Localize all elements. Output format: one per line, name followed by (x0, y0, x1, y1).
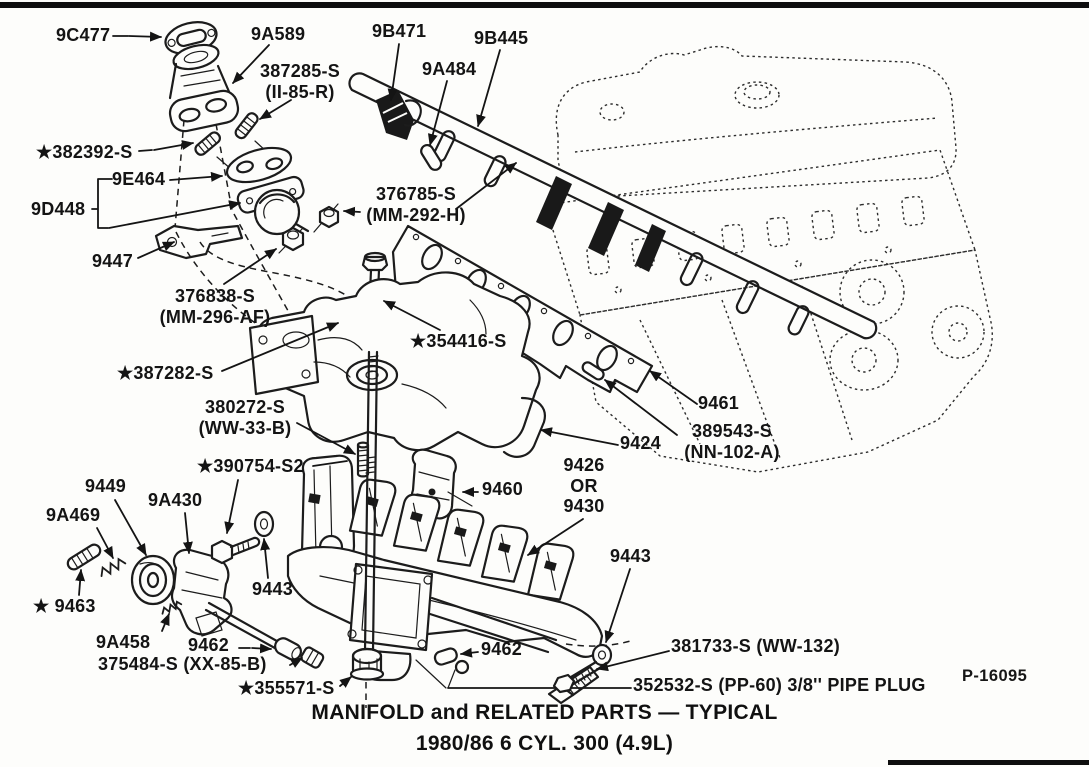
bottom-right-rule (888, 760, 1089, 765)
callout-354416: ★354416-S (410, 331, 507, 351)
leader-9424 (540, 427, 619, 446)
callout-9447: 9447 (92, 251, 134, 271)
callout-387282: ★387282-S (117, 363, 214, 383)
leader-lines (75, 31, 698, 688)
callout-390754: ★390754-S2 (197, 456, 304, 476)
nut-376785 (313, 203, 340, 233)
bottom-parts-art (433, 643, 632, 705)
callout-382392: ★382392-S (36, 142, 133, 162)
callout-9a458: 9A458 (96, 632, 151, 652)
callout-355571: ★355571-S (238, 678, 335, 698)
callout-9462-rod: 9462 (188, 635, 230, 655)
callout-375484: 375484-S (XX-85-B) (98, 654, 267, 674)
leader-387285 (259, 99, 292, 120)
leader-380272 (296, 422, 356, 455)
leader-9a430 (182, 512, 193, 554)
leader-9c477 (128, 31, 162, 42)
leader-9462a (251, 643, 272, 654)
callout-9c477: 9C477 (56, 25, 111, 45)
leader-381733 (596, 650, 670, 672)
engine-block-art (544, 45, 993, 473)
leader-9447 (137, 241, 175, 259)
callout-9461: 9461 (698, 393, 740, 413)
callout-380272: 380272-S (WW-33-B) (198, 397, 292, 438)
leader-9461 (649, 370, 698, 405)
callout-9462-plug: 9462 (481, 639, 523, 659)
top-rule (0, 2, 1089, 8)
leader-9449 (114, 499, 147, 556)
leader-376785-b (455, 162, 517, 210)
caption-subtitle: 1980/86 6 CYL. 300 (4.9L) (415, 732, 674, 755)
leader-9d448 (108, 200, 241, 229)
leader-355571 (339, 676, 352, 688)
callout-9a484: 9A484 (422, 59, 477, 79)
leader-375484 (289, 657, 303, 668)
leader-9d448-bracket (91, 178, 113, 229)
bolt-390754 (210, 536, 261, 565)
leader-389543 (604, 379, 678, 436)
callout-9460: 9460 (482, 479, 524, 499)
callout-9a430: 9A430 (148, 490, 203, 510)
carb-stud-art (349, 350, 385, 708)
caption-title: MANIFOLD and RELATED PARTS — TYPICAL (311, 701, 778, 724)
leader-9a589 (232, 44, 270, 84)
leader-376785-a (343, 206, 361, 217)
leader-9426 (527, 518, 584, 556)
leader-390754-b (312, 460, 348, 467)
intake-manifold-art (248, 271, 546, 458)
callout-9424: 9424 (620, 433, 662, 453)
callout-376838: 376838-S (MM-296-AF) (159, 286, 271, 327)
nut-376838 (278, 226, 305, 254)
leader-387282 (221, 322, 339, 372)
leader-354416 (383, 300, 441, 331)
leader-382392-dash (138, 149, 153, 152)
leader-9b445 (476, 49, 501, 127)
leader-382392 (153, 140, 194, 151)
callout-387285: 387285-S (II-85-R) (259, 61, 341, 102)
carb-linkage-art (66, 510, 325, 669)
callout-376785: 376785-S (MM-292-H) (366, 184, 466, 225)
callout-9463: ★ 9463 (33, 596, 96, 616)
callout-9e464: 9E464 (112, 169, 166, 189)
callout-9443-right: 9443 (610, 546, 652, 566)
callout-9a589: 9A589 (251, 24, 306, 44)
leader-9443-right (604, 568, 631, 643)
callout-9443-left: 9443 (252, 579, 294, 599)
callout-9a469: 9A469 (46, 505, 101, 525)
leader-9443-left (260, 538, 271, 579)
callout-9d448: 9D448 (31, 199, 86, 219)
callout-9b445: 9B445 (474, 28, 529, 48)
nut-355571 (349, 647, 385, 681)
egr-stack-art (154, 21, 350, 337)
callout-9426-or-9430: 9426 OR 9430 (563, 455, 605, 517)
callout-352532: 352532-S (PP-60) 3/8'' PIPE PLUG (633, 675, 926, 695)
callout-9b471: 9B471 (372, 21, 427, 41)
leader-9462b (460, 647, 479, 658)
figure-number: P-16095 (962, 667, 1028, 685)
leader-9463 (75, 569, 86, 596)
leader-9a484 (427, 80, 448, 146)
callout-381733: 381733-S (WW-132) (671, 636, 840, 656)
leader-9a458 (160, 613, 170, 632)
leader-9b471 (387, 43, 400, 101)
fuel-rail-art (348, 72, 878, 340)
leader-376838 (223, 248, 277, 285)
callout-9449: 9449 (85, 476, 127, 496)
callout-389543: 389543-S (NN-102-A) (684, 421, 780, 462)
leader-9e464 (169, 171, 223, 182)
leader-390754-a (224, 479, 239, 534)
leader-9a469 (96, 527, 114, 559)
